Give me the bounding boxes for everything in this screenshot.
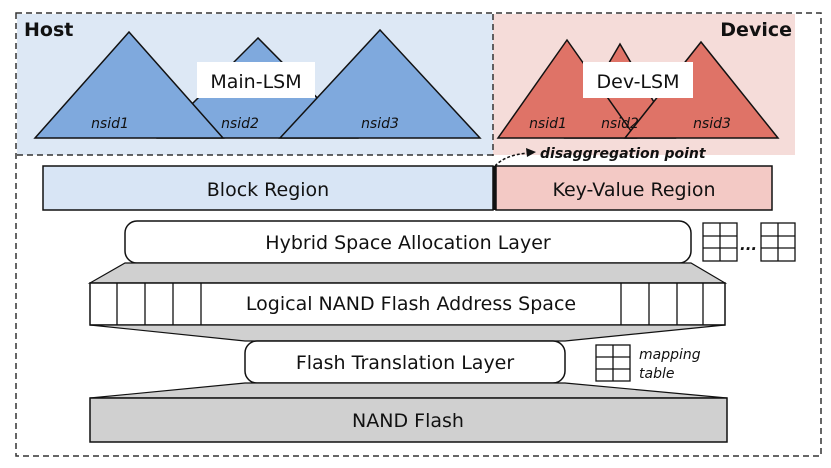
dev-lsm-label-box [583, 62, 693, 98]
allocation-table-icon-right [760, 222, 796, 262]
connector-logical-to-ftl [89, 324, 726, 342]
ftl-layer-label: Flash Translation Layer [296, 352, 515, 374]
device-label: Device [720, 19, 792, 41]
connector-allocation-to-logical [87, 262, 728, 284]
main-lsm-label: Main-LSM [210, 71, 301, 93]
main-lsm-label-box [197, 62, 315, 98]
allocation-layer-label: Hybrid Space Allocation Layer [265, 232, 551, 254]
mapping-table-label-line2: table [639, 366, 674, 382]
host-tree-nsid3 [278, 28, 482, 139]
host-nsid1-label: nsid1 [91, 116, 129, 132]
device-nsid1-label: nsid1 [529, 116, 567, 132]
disaggregation-arrow-head [526, 148, 536, 157]
mapping-table-icon [595, 344, 631, 382]
disaggregation-label: disaggregation point [540, 146, 707, 162]
kv-region-label: Key-Value Region [552, 179, 715, 201]
connector-ftl-to-nand [89, 382, 728, 399]
outer-boundary [15, 12, 822, 457]
kv-region [495, 165, 773, 211]
dev-lsm-tree: nsid1 nsid2 nsid3 Dev-LSM [496, 38, 780, 139]
allocation-table-ellipsis: ... [740, 236, 757, 254]
mapping-table-label-line1: mapping [639, 347, 701, 363]
device-nsid3-label: nsid3 [693, 116, 731, 132]
host-nsid2-label: nsid2 [221, 116, 259, 132]
nand-flash [89, 397, 728, 443]
device-nsid2-label: nsid2 [601, 116, 639, 132]
allocation-table-icon-left [702, 222, 738, 262]
disaggregation-arrow [494, 152, 529, 167]
nand-flash-label: NAND Flash [352, 410, 464, 432]
dev-lsm-label: Dev-LSM [597, 71, 680, 93]
host-tree-nsid1 [33, 30, 225, 139]
block-region [42, 165, 494, 211]
logical-address-cells [116, 283, 704, 325]
host-nsid3-label: nsid3 [361, 116, 399, 132]
main-lsm-tree: nsid1 nsid2 nsid3 Main-LSM [33, 28, 482, 139]
block-region-label: Block Region [207, 179, 329, 201]
logical-address-space-label: Logical NAND Flash Address Space [246, 293, 576, 315]
host-label: Host [24, 19, 73, 41]
